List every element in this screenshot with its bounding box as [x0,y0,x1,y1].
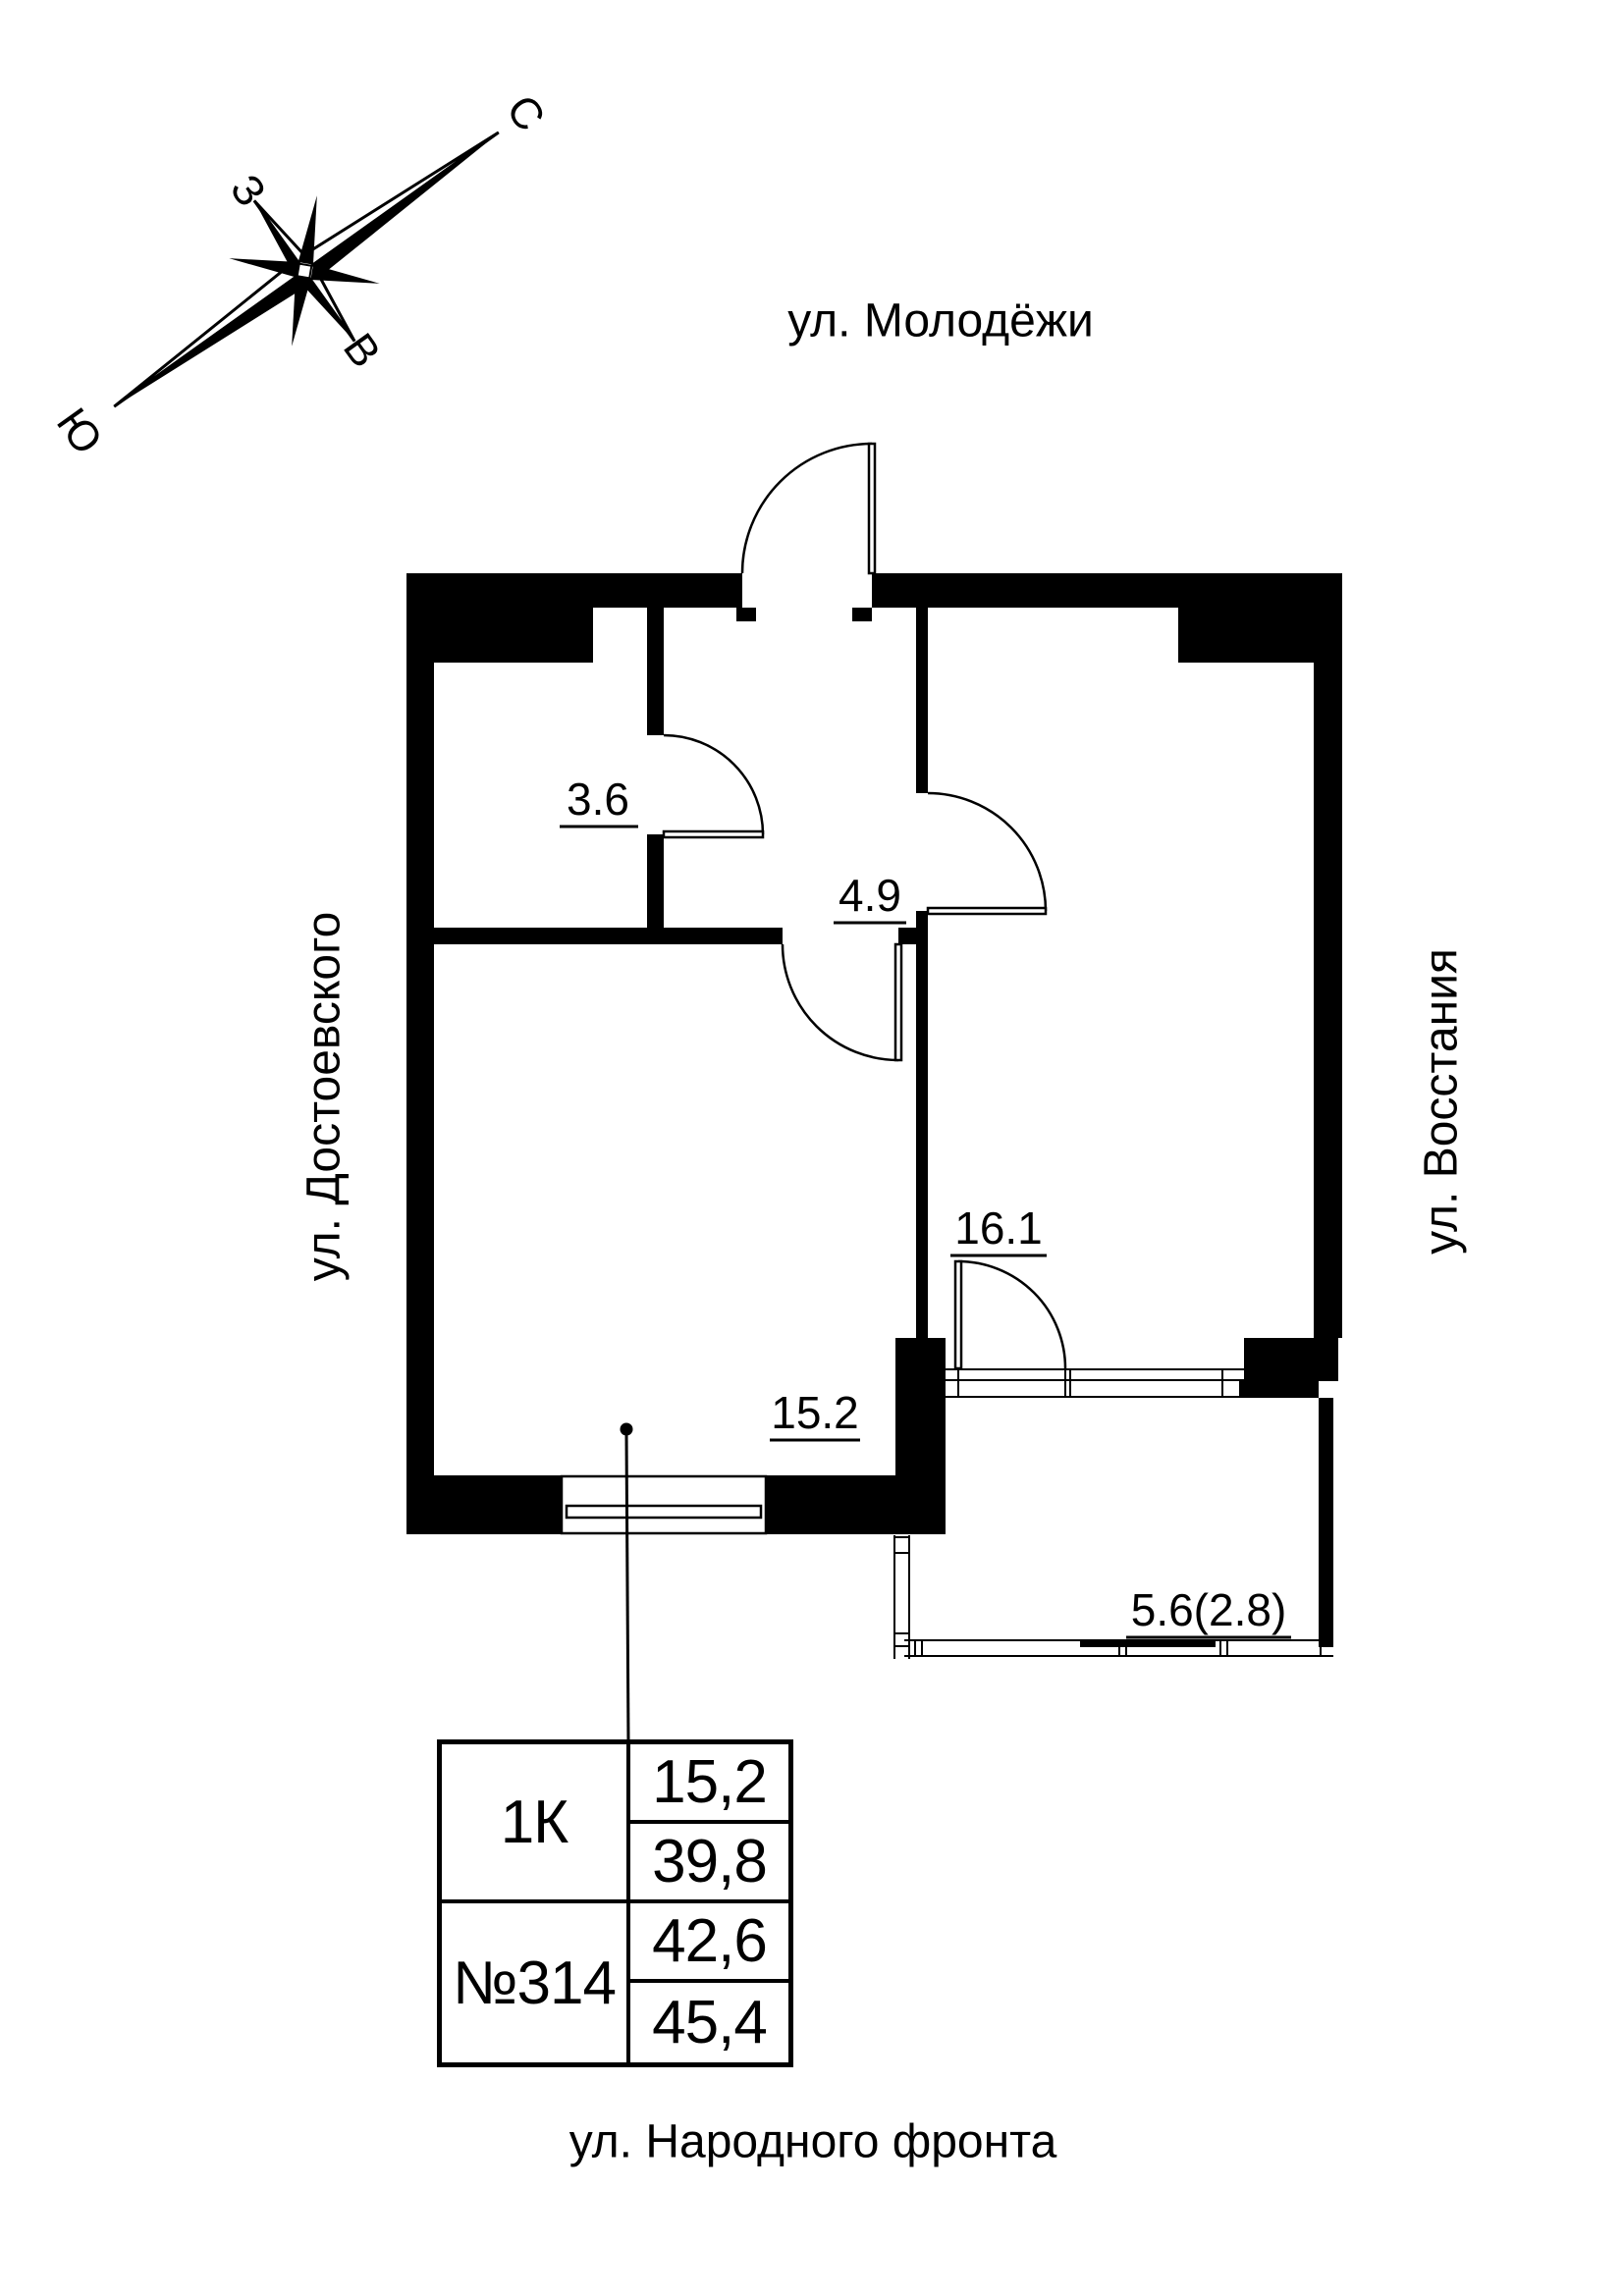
street-label-right: ул. Восстания [1415,948,1468,1255]
entrance-door [740,442,877,575]
bathroom-door-arc [663,733,765,835]
balcony-glazing-left [893,1535,910,1659]
apartment-type-cell: 1К [442,1744,630,1903]
street-label-top: ул. Молодёжи [787,294,1094,347]
bathroom-door [662,733,765,839]
kitchen-room-door-leaf [893,942,903,1062]
kitchen-room-door [781,942,903,1062]
area-value-cell: 42,6 [630,1903,788,1983]
window-bottom [560,1474,768,1535]
living-room-door-leaf [926,906,1048,916]
room-16-1-area-label: 16.1 [954,1202,1043,1254]
compass-north-label: С [497,86,554,139]
compass-sw-point-icon [229,258,298,278]
living-room-door [926,791,1048,916]
area-value-cell: 15,2 [630,1744,788,1824]
entrance-door-arc [740,442,873,574]
compass-east-label: В [334,325,390,376]
living-room-door-arc [927,791,1048,912]
compass-south-label: Ю [47,400,112,463]
bathroom-door-leaf [662,829,765,839]
compass-ne-point-icon [310,264,380,284]
balcony-door-arc [957,1259,1067,1369]
entrance-door-leaf [867,442,877,575]
area-value-cell: 45,4 [652,1989,768,2056]
street-label-left: ул. Достоевского [298,911,351,1282]
balcony-glazing-bottom [904,1639,1333,1657]
balcony-door [953,1259,1067,1370]
apartment-info-table: 1К №314 15,2 39,8 42,6 45,4 [437,1739,793,2067]
kitchen-room-door-arc [781,943,899,1062]
balcony-door-leaf [953,1259,963,1370]
compass-center-icon [296,262,313,280]
apartment-number-cell: №314 [442,1903,630,2062]
room-4-9-area-label: 4.9 [839,870,901,921]
room-3-6-area-label: 3.6 [567,774,629,825]
street-label-bottom: ул. Народного фронта [568,2115,1057,2168]
compass-rose: С Ю З В [47,86,554,463]
room-area-labels: 3.6 4.9 16.1 15.2 5.6(2.8) [560,774,1291,1639]
room-15-2-area-label: 15.2 [771,1387,859,1438]
compass-nw-point-icon [298,195,317,265]
leader-dot-icon [620,1422,633,1436]
walls [406,573,1342,1647]
window-living-room-balcony [946,1368,1244,1398]
compass-se-point-icon [292,277,311,347]
leader-line [620,1422,633,1744]
area-value-cell: 39,8 [630,1824,788,1903]
balcony-area-label: 5.6(2.8) [1131,1584,1287,1635]
compass-west-label: З [221,166,275,215]
